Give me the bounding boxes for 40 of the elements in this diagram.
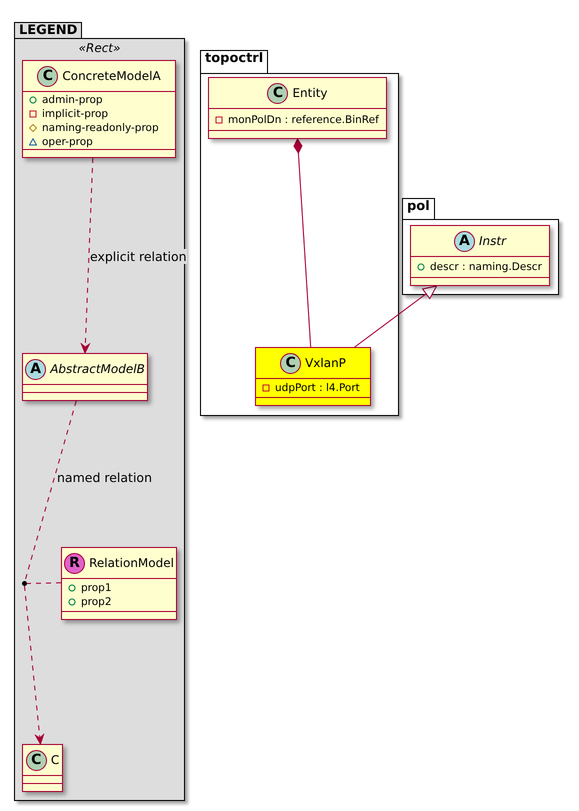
class-attribute: oper-prop (42, 134, 93, 148)
class-type-badge: C (37, 66, 58, 86)
class-attribute: udpPort : l4.Port (275, 381, 360, 395)
class-name: Instr (478, 233, 506, 250)
edge-label: explicit relation (90, 249, 187, 264)
class-box (22, 60, 176, 158)
composition-line (293, 138, 312, 348)
class-attribute: descr : naming.Descr (430, 260, 542, 274)
class-name: Entity (292, 85, 328, 102)
class-attribute: prop2 (81, 595, 112, 609)
class-box (208, 77, 387, 139)
package-tab: topoctrl (200, 50, 268, 74)
class-type-badge: C (280, 352, 302, 374)
class-box (410, 225, 550, 286)
class-type-badge: R (64, 552, 86, 574)
edge-label: named relation (57, 470, 152, 485)
package-tab: pol (402, 198, 435, 220)
class-name: VxlanP (305, 355, 346, 372)
class-type-badge: A (454, 230, 475, 252)
class-attribute: naming-readonly-prop (42, 120, 159, 134)
class-name: RelationModel (89, 555, 174, 572)
class-type-badge: A (25, 358, 46, 380)
class-box (22, 353, 148, 401)
class-type-badge: C (26, 750, 47, 770)
class-attribute: prop1 (81, 581, 112, 595)
class-name: C (50, 752, 60, 769)
inheritance-arrow (354, 286, 438, 348)
class-name: ConcreteModelA (62, 68, 161, 85)
class-attribute: implicit-prop (42, 106, 108, 120)
class-attribute: admin-prop (42, 92, 103, 106)
class-name: AbstractModelB (50, 361, 145, 378)
relation-arrow (80, 158, 94, 354)
class-type-badge: C (267, 82, 288, 104)
relation-arrow (24, 586, 44, 744)
stereotype-label: «Rect» (78, 41, 122, 55)
class-attribute: monPolDn : reference.BinRef (228, 112, 379, 126)
class-box (61, 547, 177, 620)
class-box (255, 347, 371, 406)
package-tab: LEGEND (14, 22, 82, 39)
class-box (22, 744, 63, 792)
